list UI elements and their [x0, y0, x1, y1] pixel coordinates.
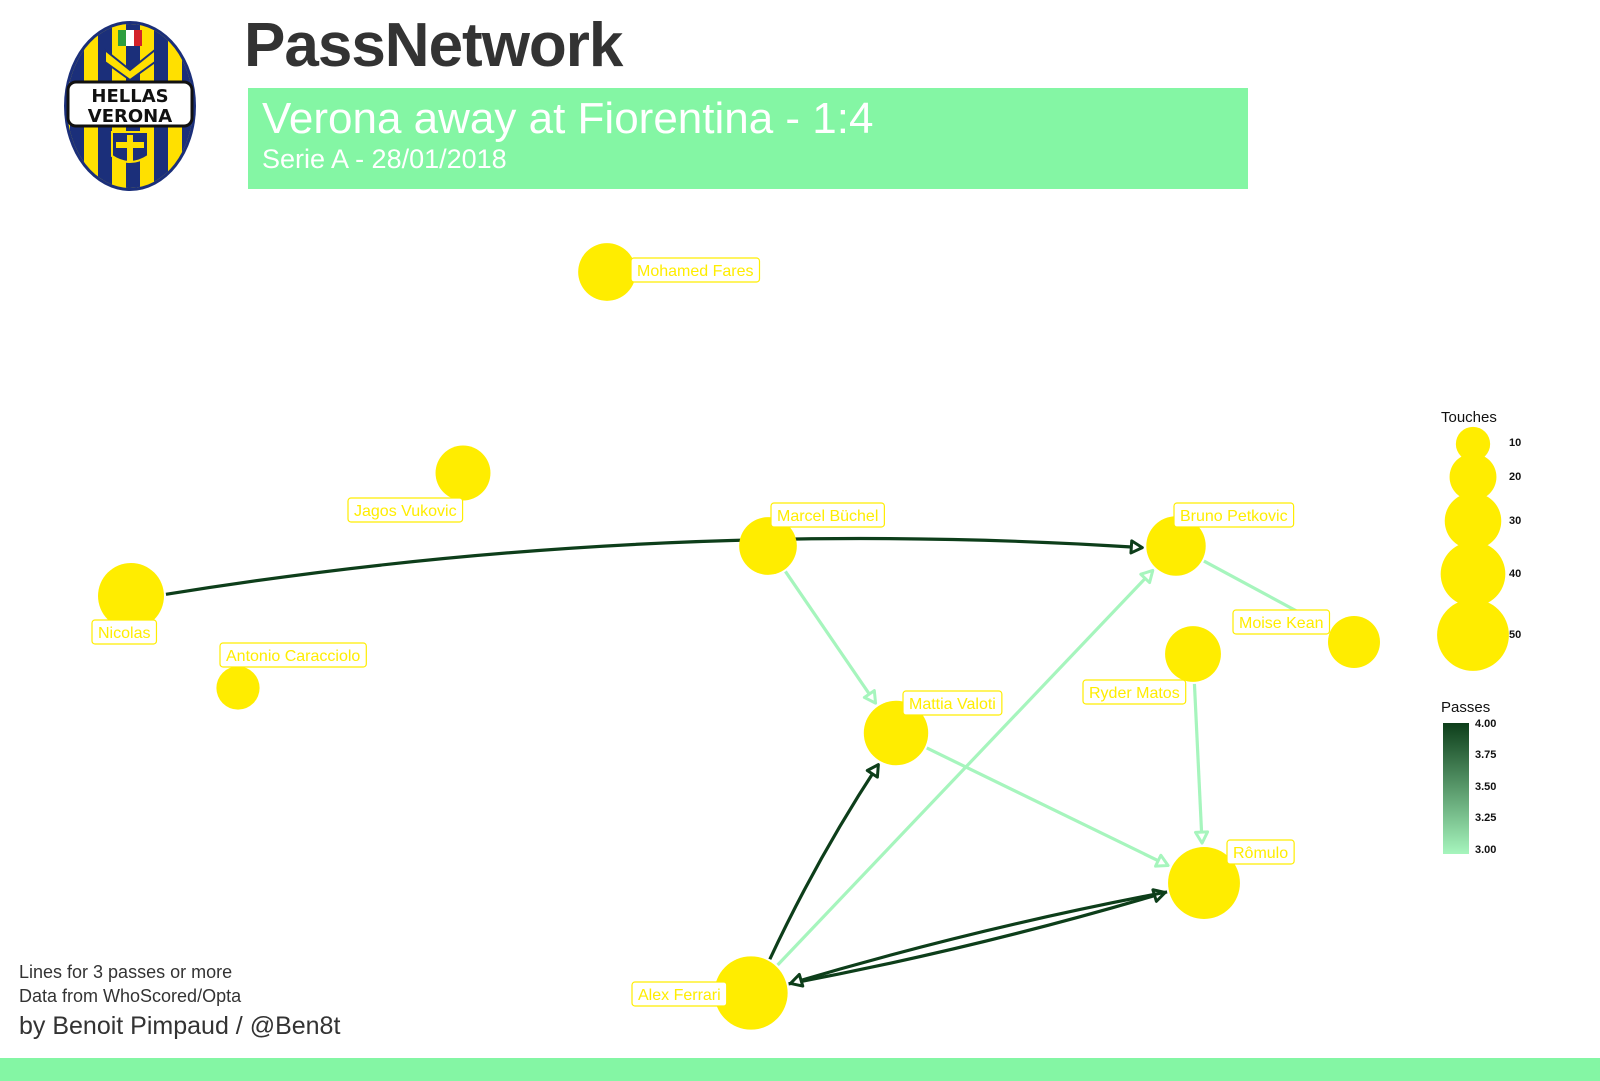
player-name: Jagos Vukovic [354, 503, 457, 520]
pass-arrowhead [1139, 568, 1155, 585]
pass-edge [789, 890, 1168, 988]
pass-arrowhead [1194, 830, 1210, 845]
logo-text-hellas: HELLAS [91, 86, 168, 107]
touches-legend-circle [1444, 492, 1502, 550]
passes-legend-title: Passes [1441, 699, 1491, 716]
author-byline: by Benoit Pimpaud / @Ben8t [19, 1012, 341, 1040]
player-label-buchel: Marcel Büchel [770, 502, 885, 528]
touches-legend [1437, 426, 1509, 671]
player-label-matos: Ryder Matos [1082, 679, 1187, 705]
pass-arrowhead [865, 763, 880, 779]
player-label-caracciolo: Antonio Caracciolo [219, 642, 367, 668]
touches-tick-label: 50 [1509, 629, 1522, 641]
player-node-romulo [1168, 847, 1240, 919]
touches-legend-circle [1437, 599, 1509, 671]
touches-legend-circle [1449, 453, 1497, 501]
footnote-source: Data from WhoScored/Opta [19, 986, 242, 1006]
player-label-romulo: Rômulo [1226, 839, 1295, 865]
touches-tick-label: 30 [1509, 515, 1522, 527]
bottom-bar [0, 1058, 1600, 1081]
passes-tick-label: 3.50 [1475, 781, 1497, 793]
pass-arrowhead [1154, 853, 1170, 868]
player-node-valoti [863, 700, 929, 766]
touches-tick-label: 40 [1509, 568, 1522, 580]
player-node-nicolas [98, 563, 164, 629]
touches-legend-title: Touches [1441, 409, 1497, 426]
pass-edge [165, 536, 1144, 596]
player-name: Mohamed Fares [637, 263, 754, 280]
logo-text-verona: VERONA [88, 106, 172, 127]
match-title: Verona away at Fiorentina - 1:4 [262, 94, 874, 143]
pass-edge [776, 568, 1155, 967]
pass-arrowhead [789, 972, 805, 988]
pass-edge [1192, 683, 1210, 845]
match-banner: Verona away at Fiorentina - 1:4 Serie A … [248, 88, 1248, 189]
player-label-valoti: Mattia Valoti [902, 690, 1003, 716]
player-node-ferrari [714, 956, 788, 1030]
pass-edges-layer [165, 536, 1329, 988]
player-name: Rômulo [1233, 845, 1288, 862]
player-label-fares: Mohamed Fares [630, 257, 761, 283]
pass-arrowhead [862, 689, 878, 705]
player-label-kean: Moise Kean [1232, 609, 1331, 635]
player-node-matos [1165, 626, 1221, 682]
touches-legend-circle [1455, 426, 1491, 462]
passes-tick-label: 3.75 [1475, 749, 1497, 761]
touches-tick-label: 20 [1509, 471, 1522, 483]
player-label-vukovic: Jagos Vukovic [347, 497, 464, 523]
player-node-caracciolo [216, 666, 260, 710]
pass-edge [926, 746, 1170, 868]
player-name: Bruno Petkovic [1180, 508, 1288, 525]
player-node-buchel [739, 517, 797, 575]
player-label-ferrari: Alex Ferrari [631, 981, 728, 1007]
player-name: Nicolas [98, 625, 150, 642]
footnote-threshold: Lines for 3 passes or more [19, 962, 233, 982]
player-node-vukovic [435, 445, 491, 501]
player-name: Moise Kean [1239, 615, 1324, 632]
player-label-petkovic: Bruno Petkovic [1173, 502, 1295, 528]
player-node-fares [578, 243, 636, 301]
hellas-verona-logo: HELLAS VERONA [64, 21, 196, 191]
pass-edge [768, 763, 880, 960]
passes-colorbar [1443, 723, 1469, 854]
pass-arrowhead [1129, 539, 1144, 555]
player-name: Marcel Büchel [777, 508, 878, 525]
passes-tick-label: 4.00 [1475, 718, 1497, 730]
player-nodes-layer [98, 243, 1381, 1030]
match-subtitle: Serie A - 28/01/2018 [262, 144, 507, 174]
player-node-kean [1327, 615, 1381, 669]
player-name: Antonio Caracciolo [226, 648, 360, 665]
player-name: Ryder Matos [1089, 685, 1180, 702]
player-name: Mattia Valoti [909, 696, 996, 713]
player-node-petkovic [1146, 516, 1206, 576]
touches-legend-circle [1440, 541, 1506, 607]
page-title: PassNetwork [244, 11, 623, 80]
passes-tick-label: 3.25 [1475, 812, 1497, 824]
passes-tick-label: 3.00 [1475, 844, 1497, 856]
pass-edge [784, 570, 878, 705]
player-name: Alex Ferrari [638, 987, 721, 1004]
touches-tick-label: 10 [1509, 437, 1522, 449]
player-label-nicolas: Nicolas [91, 619, 158, 645]
